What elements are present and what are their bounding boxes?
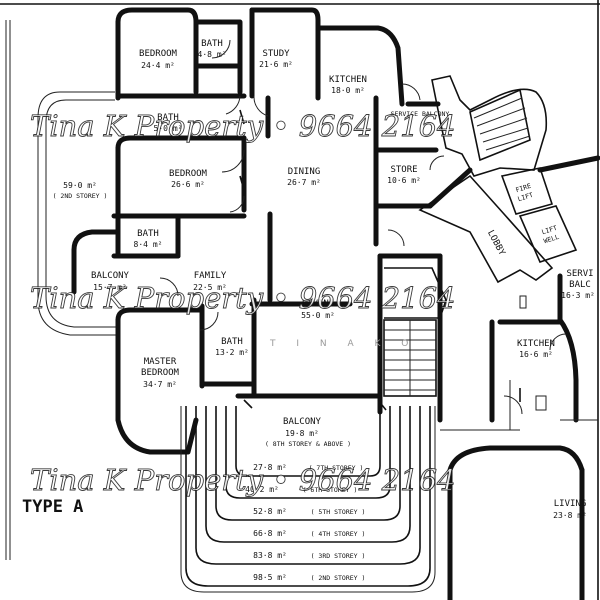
bath3-area: 8·4 m² bbox=[134, 240, 163, 249]
lobby-label: LOBBY bbox=[485, 229, 507, 258]
bath3-label: BATH bbox=[137, 229, 159, 239]
central-stair bbox=[383, 267, 447, 397]
tier-2-note: ( 6TH STOREY ) bbox=[303, 486, 358, 494]
plan-title: TYPE A bbox=[22, 497, 83, 517]
tier-3-note: ( 5TH STOREY ) bbox=[311, 508, 366, 516]
tier-4-note: ( 4TH STOREY ) bbox=[311, 530, 366, 538]
bedroom1-label: BEDROOM bbox=[139, 49, 178, 59]
right-side-lines bbox=[440, 380, 598, 431]
living1-label: LIVING bbox=[302, 299, 335, 309]
family-area: 22·5 m² bbox=[193, 283, 227, 292]
master-label: MASTER bbox=[144, 357, 177, 367]
bedroom2-area: 26·6 m² bbox=[171, 180, 205, 189]
balcony1-area: 15·7 m² bbox=[93, 283, 127, 292]
living2-area: 23·8 m² bbox=[553, 511, 587, 520]
watermark-faint: T I N A K O bbox=[269, 339, 417, 349]
tier-6-note: ( 2ND STOREY ) bbox=[311, 574, 366, 582]
kitchen2-area: 16·6 m² bbox=[519, 350, 553, 359]
balcony2-note: ( 8TH STOREY & ABOVE ) bbox=[265, 440, 351, 448]
dining-area: 26·7 m² bbox=[287, 178, 321, 187]
balcony2-area: 19·8 m² bbox=[285, 429, 319, 438]
bath4-area: 13·2 m² bbox=[215, 348, 249, 357]
bath1-label: BATH bbox=[201, 39, 223, 49]
bath2-label: BATH bbox=[157, 113, 179, 123]
core-block bbox=[418, 75, 578, 284]
tier-1-area: 27·8 m² bbox=[253, 463, 287, 472]
kitchen1-area: 18·0 m² bbox=[331, 86, 365, 95]
master-area: 34·7 m² bbox=[143, 380, 177, 389]
tier-5-area: 83·8 m² bbox=[253, 551, 287, 560]
bedroom1-area: 24·4 m² bbox=[141, 61, 175, 70]
bath1-area: 4·8 m² bbox=[198, 50, 227, 59]
balcony1-label: BALCONY bbox=[91, 271, 130, 281]
tier-5-note: ( 3RD STOREY ) bbox=[311, 552, 366, 560]
master-label2: BEDROOM bbox=[141, 368, 180, 378]
living1-area: 55·0 m² bbox=[301, 311, 335, 320]
tier-3-area: 52·8 m² bbox=[253, 507, 287, 516]
study-area: 21·6 m² bbox=[259, 60, 293, 69]
study-label: STUDY bbox=[262, 49, 290, 59]
balcony2-label: BALCONY bbox=[283, 417, 322, 427]
service-balcony-label: SERVICE BALCONY bbox=[391, 110, 450, 118]
bedroom2-label: BEDROOM bbox=[169, 169, 208, 179]
service-balc2-label: SERVI bbox=[566, 269, 593, 279]
watermark-bottom: Tina K Property • 9664 2164 bbox=[30, 463, 456, 497]
kitchen2-label: KITCHEN bbox=[517, 339, 555, 349]
roof-terrace-area: 59·0 m² bbox=[63, 181, 97, 190]
wall-openings bbox=[239, 109, 547, 411]
tier-6-area: 98·5 m² bbox=[253, 573, 287, 582]
family-label: FAMILY bbox=[194, 271, 227, 281]
door-swings bbox=[159, 39, 567, 415]
service-balc2-area: 16·3 m² bbox=[561, 291, 595, 300]
tier-2-area: 40·2 m² bbox=[245, 485, 279, 494]
roof-terrace-note: ( 2ND STOREY ) bbox=[53, 192, 108, 200]
main-walls bbox=[71, 7, 600, 600]
service-balc2-label2: BALC bbox=[569, 280, 591, 290]
store-area: 10·6 m² bbox=[387, 176, 421, 185]
tier-4-area: 66·8 m² bbox=[253, 529, 287, 538]
roof-terrace-outline bbox=[37, 91, 116, 336]
living2-label: LIVING bbox=[554, 499, 587, 509]
tier-1-note: ( 7TH STOREY ) bbox=[309, 464, 364, 472]
balcony-tiers-outline bbox=[180, 406, 436, 593]
bath2-area: 5·0 m² bbox=[154, 124, 183, 133]
store-label: STORE bbox=[390, 165, 417, 175]
watermark-top: Tina K Property • 9664 2164 bbox=[30, 109, 456, 143]
bath4-label: BATH bbox=[221, 337, 243, 347]
watermark-middle: Tina K Property • 9664 2164 bbox=[30, 281, 456, 315]
dining-label: DINING bbox=[288, 167, 321, 177]
kitchen1-label: KITCHEN bbox=[329, 75, 367, 85]
